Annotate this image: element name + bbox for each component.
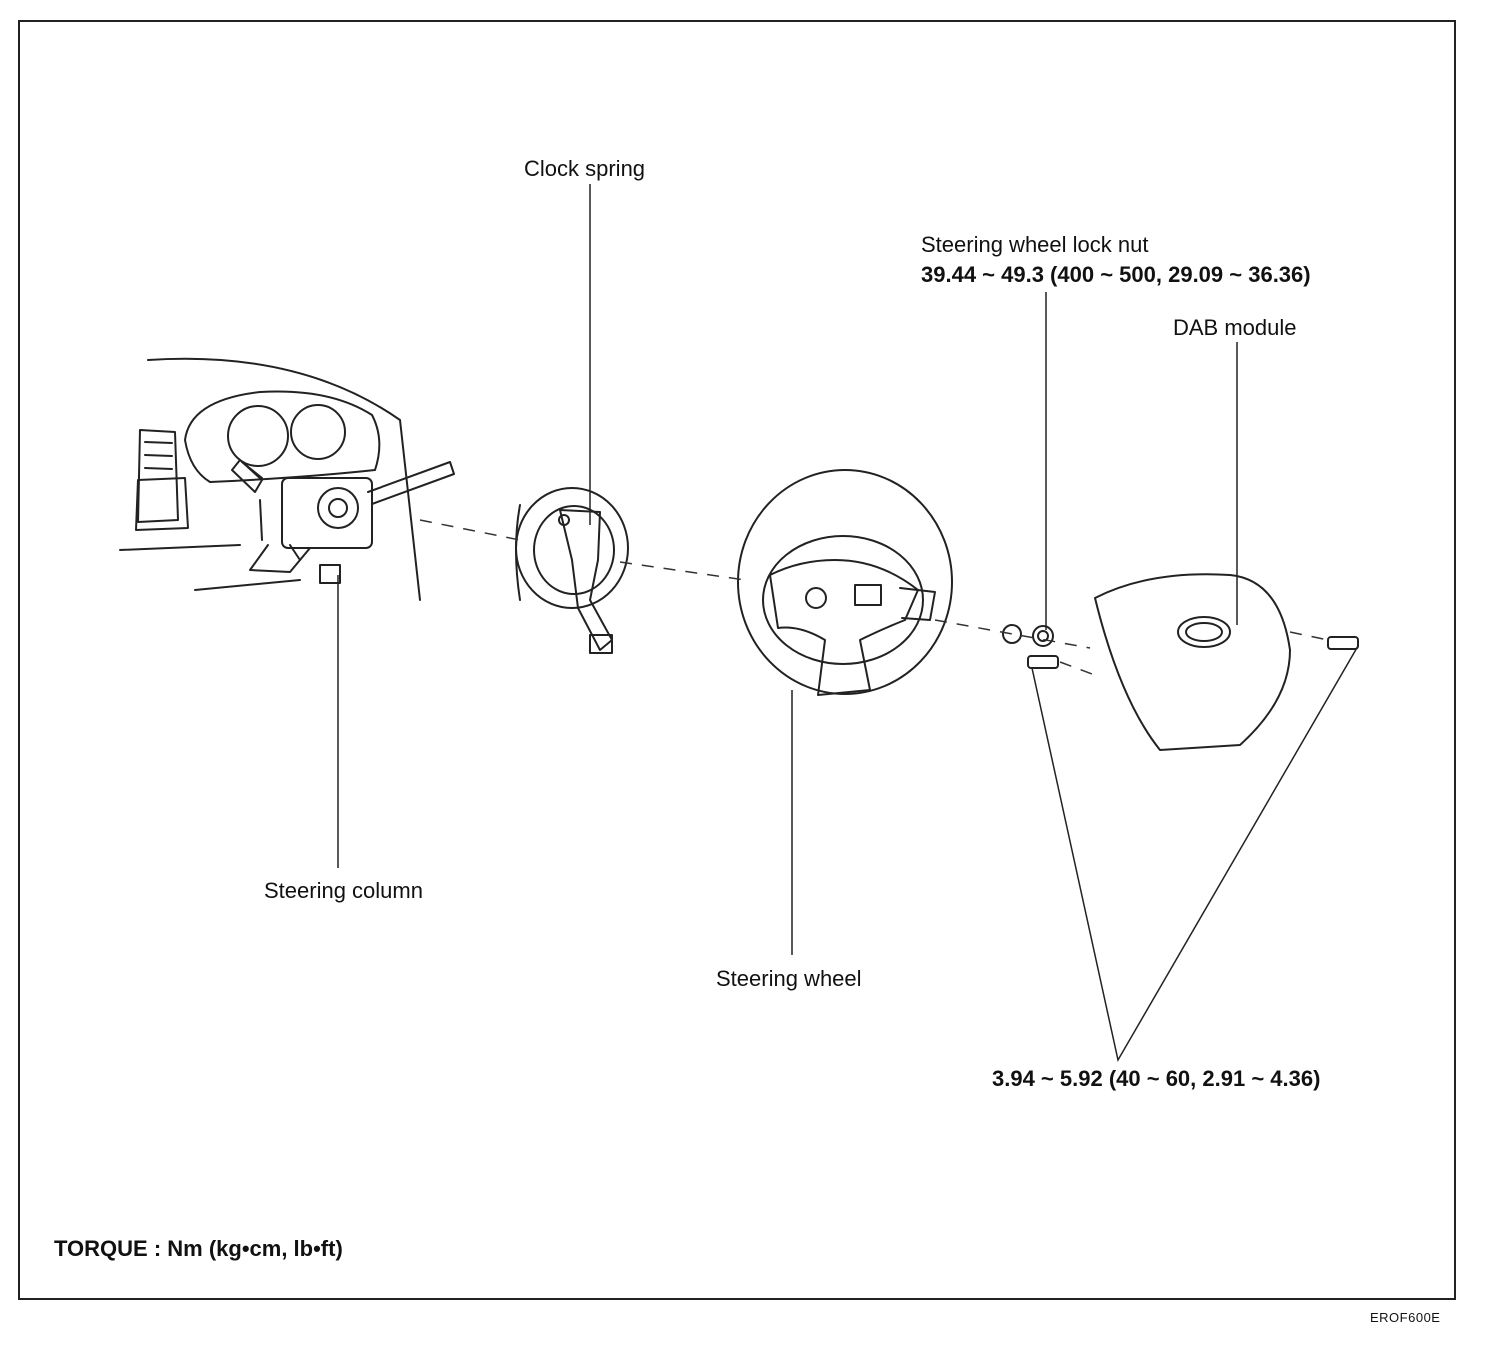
- axis-dashed-line: [419, 519, 1329, 675]
- clock-spring-drawing: [515, 487, 629, 654]
- steering-column-drawing: [119, 357, 455, 601]
- bolt-left-drawing: [1027, 655, 1059, 669]
- label-steering-column: Steering column: [264, 878, 423, 903]
- label-steering-wheel: Steering wheel: [716, 966, 862, 991]
- dab-module-drawing: [1094, 573, 1291, 751]
- torque-units-note: TORQUE : Nm (kg•cm, lb•ft): [54, 1236, 343, 1261]
- label-clock-spring: Clock spring: [524, 156, 646, 181]
- label-bolt-torque: 3.94 ~ 5.92 (40 ~ 60, 2.91 ~ 4.36): [992, 1066, 1321, 1091]
- figure-code: EROF600E: [1370, 1310, 1441, 1325]
- leader-bolts: [1031, 645, 1359, 1063]
- label-dab-module: DAB module: [1173, 315, 1297, 340]
- label-lock-nut-torque: 39.44 ~ 49.3 (400 ~ 500, 29.09 ~ 36.36): [921, 262, 1311, 287]
- leader-lines: [337, 184, 1359, 1063]
- diagram-frame: [18, 20, 1456, 1300]
- lock-nut-drawing: [1032, 625, 1054, 647]
- steering-wheel-drawing: [737, 469, 953, 696]
- washer-drawing: [1002, 624, 1022, 644]
- label-lock-nut: Steering wheel lock nut: [921, 232, 1149, 257]
- bolt-right-drawing: [1327, 636, 1359, 650]
